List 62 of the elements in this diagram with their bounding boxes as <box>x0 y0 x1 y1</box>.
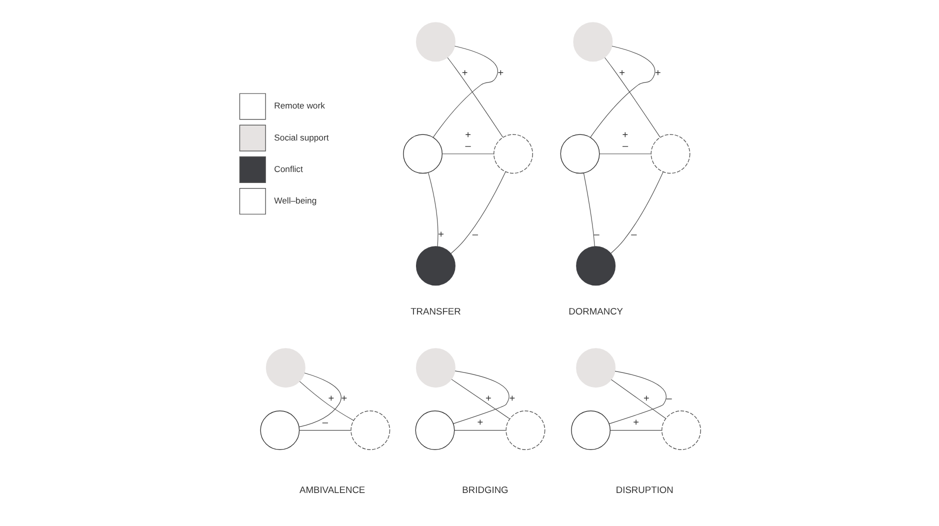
connector <box>446 57 503 138</box>
node-circle <box>570 410 610 450</box>
connector <box>298 430 350 431</box>
connector <box>454 430 506 431</box>
edge-label: + <box>508 394 515 405</box>
edge-label: + – <box>622 130 628 152</box>
node-circle <box>576 348 616 388</box>
node-circle <box>560 134 600 174</box>
edge-label: + <box>632 417 638 428</box>
node-circle <box>265 348 305 388</box>
connector <box>609 430 662 431</box>
edge-label: + <box>476 417 483 428</box>
edge-label: + <box>618 68 624 79</box>
edge-label: – <box>593 229 599 240</box>
connector <box>610 172 663 254</box>
edge-label: + <box>328 394 334 405</box>
edge-label: + <box>461 68 468 79</box>
node-circle <box>260 410 300 450</box>
edge-label: + <box>485 394 491 405</box>
node-circle <box>661 410 700 450</box>
edge-label: – <box>630 229 636 240</box>
node-circle <box>402 134 442 174</box>
node-circle <box>572 22 612 62</box>
edge-label: + <box>643 394 649 405</box>
edge-label: + <box>340 394 347 405</box>
edge-label: – <box>472 229 478 240</box>
node-circle <box>414 410 454 450</box>
connector <box>298 381 354 421</box>
label: DORMANCY <box>568 306 623 316</box>
edge-label: – <box>666 394 672 405</box>
label: DISRUPTION <box>615 485 673 496</box>
connector <box>604 57 660 138</box>
connector <box>450 379 510 419</box>
node-circle <box>493 134 532 174</box>
legend-label: Remote work <box>274 100 324 111</box>
connector <box>582 172 594 247</box>
node-circle <box>415 348 455 388</box>
node-circle <box>576 246 616 286</box>
edge-label: + <box>497 68 504 79</box>
connector <box>432 46 498 138</box>
node-circle <box>650 134 690 174</box>
legend-label: Conflict <box>274 164 302 174</box>
connector <box>452 370 509 424</box>
node-circle <box>505 410 545 450</box>
label: AMBIVALENCE <box>298 485 365 496</box>
edge-label: + <box>654 68 660 79</box>
label: TRANSFER <box>410 306 460 316</box>
node-circle <box>350 410 390 450</box>
node-circle <box>415 246 455 286</box>
edge-label: + – <box>464 130 470 152</box>
connector <box>610 379 666 419</box>
edge-label: + <box>438 229 444 240</box>
edge-label: – <box>322 417 328 428</box>
connector <box>450 171 506 254</box>
connector <box>590 46 655 138</box>
label: BRIDGING <box>462 485 508 496</box>
node-circle <box>415 22 455 62</box>
connector <box>298 372 341 428</box>
connector <box>428 172 438 247</box>
legend-label: Well–being <box>274 195 316 206</box>
connector <box>608 370 666 424</box>
legend-label: Social support <box>274 132 328 142</box>
